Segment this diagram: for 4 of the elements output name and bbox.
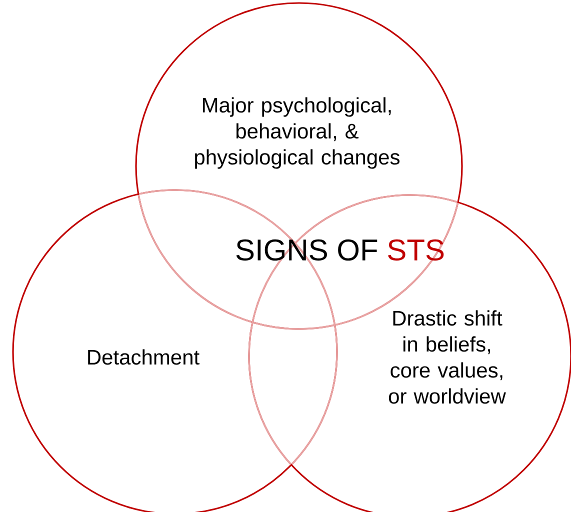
center-title: SIGNS OF STS: [236, 239, 444, 261]
circle-label: Detachment: [88, 349, 200, 365]
circle-label: Drastic shift in beliefs, core values, or worldview: [388, 310, 506, 404]
circle-label: Major psychological, behavioral, & physiological changes: [195, 97, 400, 169]
